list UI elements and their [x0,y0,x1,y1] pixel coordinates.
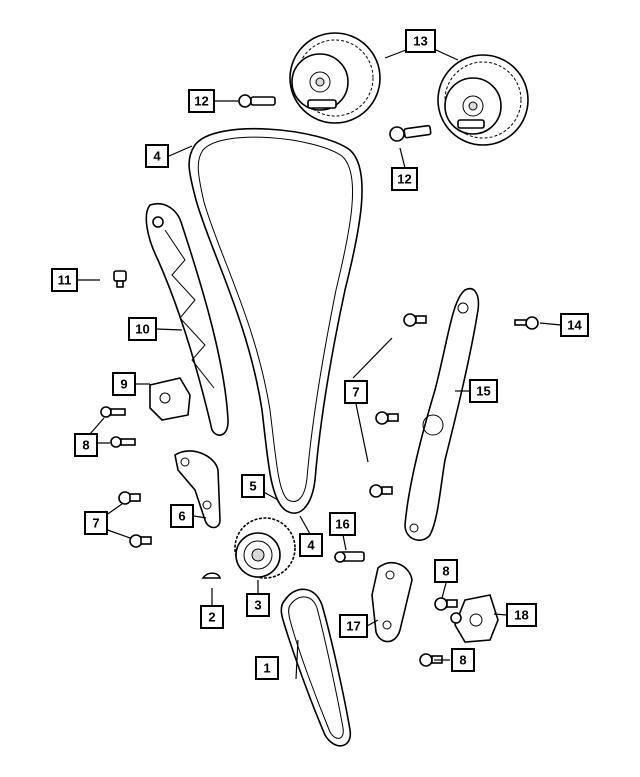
svg-text:17: 17 [346,619,360,634]
lower-chain-guide-6 [174,450,221,529]
callout-9: 9 [112,372,136,396]
svg-text:8: 8 [82,438,89,453]
callout-15: 15 [469,379,498,403]
callout-7-right: 7 [344,380,368,404]
callout-13: 13 [405,29,436,53]
camshaft-phaser-left [289,32,381,124]
bolt-8-left-lower [110,436,136,448]
callout-8-left: 8 [74,433,98,457]
bolt-8-left-upper [100,406,126,418]
chain-tensioner-9 [149,377,191,421]
bolt-7-right-middle [375,411,399,425]
svg-text:18: 18 [514,608,528,623]
callout-14: 14 [560,313,589,337]
svg-text:9: 9 [120,377,127,392]
bolt-7-left-upper [118,491,141,505]
leader-lines [77,49,562,680]
bolt-8-right-upper [434,597,458,611]
svg-text:8: 8 [459,653,466,668]
svg-text:2: 2 [208,610,215,625]
callout-10: 10 [128,317,157,341]
callout-16: 16 [329,512,356,536]
svg-text:1: 1 [263,661,270,676]
svg-text:12: 12 [194,94,208,109]
callout-17: 17 [339,614,368,638]
svg-text:12: 12 [397,172,411,187]
camshaft-phaser-right [437,54,529,146]
svg-text:16: 16 [335,517,349,532]
callout-4-chain: 4 [145,144,169,168]
woodruff-key [201,572,222,579]
guide-bolt-11 [113,270,127,288]
chain-guide-right [404,288,480,541]
svg-text:7: 7 [92,516,99,531]
callout-7-left: 7 [84,511,108,535]
callout-3: 3 [246,593,270,617]
tensioner-arm-17 [371,562,413,643]
svg-text:11: 11 [58,273,72,288]
phaser-bolt-upper [238,94,276,108]
callout-8-right-lower: 8 [451,648,475,672]
bolt-7-right-lower [369,484,393,498]
svg-text:14: 14 [567,318,582,333]
chain-guide-left [145,203,229,436]
callout-2: 2 [200,605,224,629]
oil-pump-tensioner-18 [450,594,499,643]
crankshaft-sprocket [234,517,296,579]
callout-11: 11 [51,268,78,292]
svg-text:4: 4 [153,149,161,164]
svg-text:15: 15 [476,384,490,399]
callout-1: 1 [255,656,279,680]
svg-text:6: 6 [178,509,185,524]
bolt-7-right-upper [403,313,427,327]
oil-pump-chain [280,588,351,747]
svg-text:10: 10 [135,322,149,337]
callout-12-lower: 12 [391,167,418,191]
svg-text:7: 7 [352,385,359,400]
callout-4-lower: 4 [299,533,323,557]
svg-text:5: 5 [249,479,256,494]
svg-text:3: 3 [254,598,261,613]
timing-chain [188,127,363,514]
guide-bolt-14 [514,316,539,330]
svg-text:4: 4 [307,538,315,553]
callout-6: 6 [170,504,194,528]
callout-12-upper: 12 [188,89,215,113]
svg-text:13: 13 [413,34,427,49]
callout-5: 5 [241,474,265,498]
phaser-bolt-lower [389,124,432,142]
bolt-7-left-lower [129,534,152,548]
svg-text:8: 8 [442,564,449,579]
callout-18: 18 [506,603,537,627]
stud-16 [334,551,365,563]
callout-8-right-upper: 8 [434,559,458,583]
